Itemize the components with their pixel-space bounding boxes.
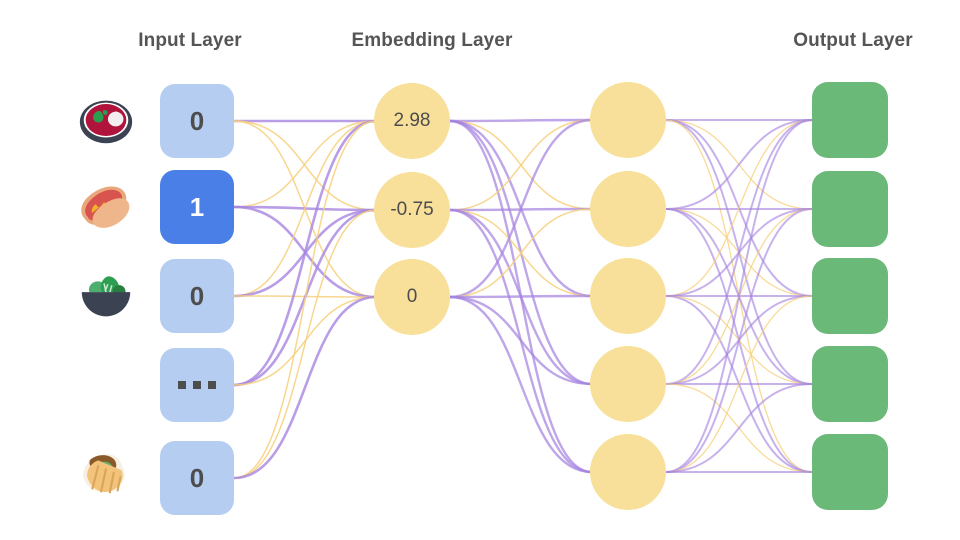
embedding-layer-title: Embedding Layer (351, 30, 513, 51)
input-layer-title: Input Layer (138, 30, 242, 51)
output-node-3[interactable] (812, 346, 888, 422)
soup-bowl-icon (75, 90, 137, 152)
hidden-node-3[interactable] (590, 346, 666, 422)
output-node-0[interactable] (812, 82, 888, 158)
embedding-node-2[interactable]: 0 (374, 259, 450, 335)
input-node-3-ellipsis[interactable] (160, 348, 234, 422)
input-node-1-value: 1 (189, 191, 205, 222)
ellipsis-icon (178, 381, 216, 389)
embedding-node-2-value: 0 (406, 286, 418, 307)
input-node-4-value: 0 (189, 462, 205, 493)
embedding-node-0[interactable]: 2.98 (374, 83, 450, 159)
output-node-4[interactable] (812, 434, 888, 510)
hidden-node-2[interactable] (590, 258, 666, 334)
embedding-node-1[interactable]: -0.75 (374, 172, 450, 248)
input-node-4[interactable]: 0 (160, 441, 234, 515)
embedding-node-1-value: -0.75 (390, 199, 434, 220)
input-node-1[interactable]: 1 (160, 170, 234, 244)
hot-dog-icon (75, 176, 137, 238)
output-node-2[interactable] (812, 258, 888, 334)
green-salad-icon (75, 264, 137, 326)
hidden-node-1[interactable] (590, 171, 666, 247)
output-node-1[interactable] (812, 171, 888, 247)
input-node-0[interactable]: 0 (160, 84, 234, 158)
input-node-2[interactable]: 0 (160, 259, 234, 333)
hidden-node-0[interactable] (590, 82, 666, 158)
output-layer-title: Output Layer (793, 30, 913, 51)
burrito-icon (73, 442, 135, 504)
hidden-node-4[interactable] (590, 434, 666, 510)
input-node-2-value: 0 (189, 280, 205, 311)
embedding-node-0-value: 2.98 (393, 110, 431, 131)
input-node-0-value: 0 (189, 105, 205, 136)
